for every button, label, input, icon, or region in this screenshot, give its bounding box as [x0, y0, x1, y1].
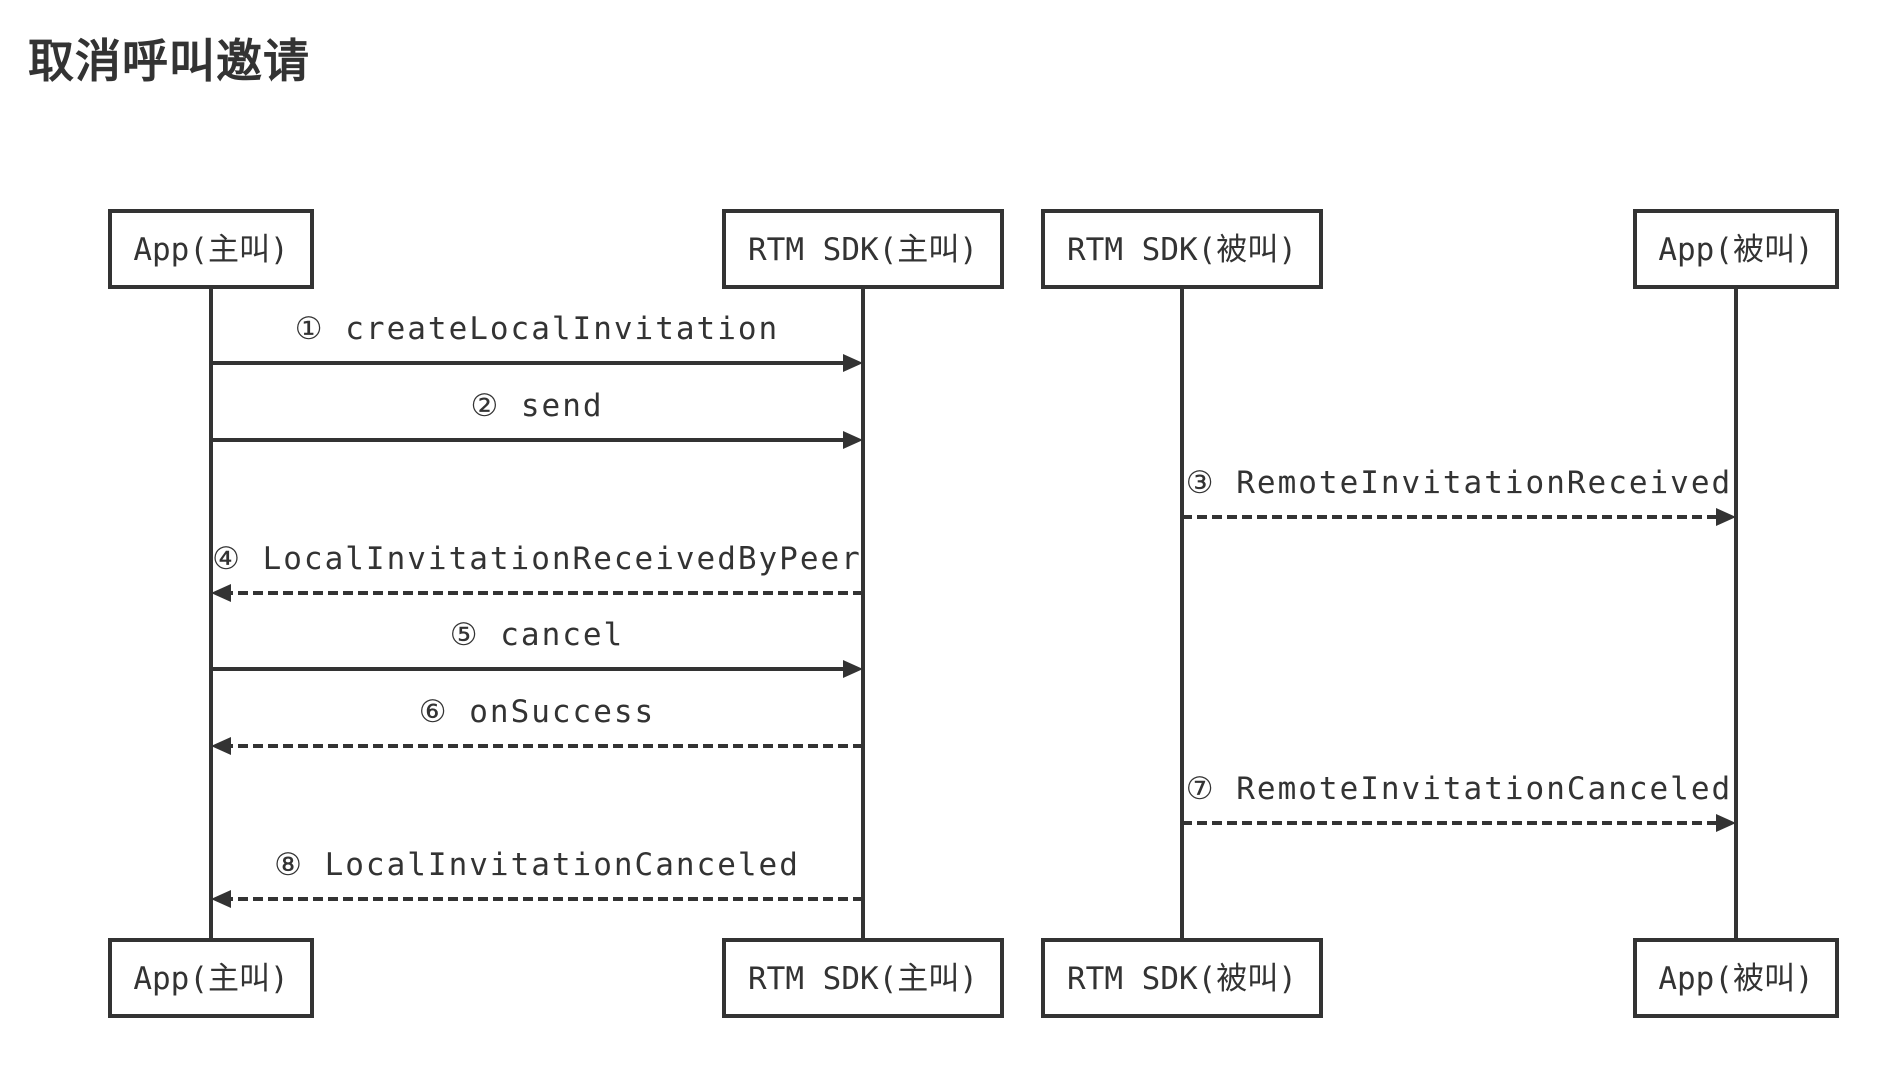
participant-box-frame	[108, 209, 314, 289]
participant-label: RTM SDK(被叫)	[1067, 961, 1297, 997]
page-title: 取消呼叫邀请	[28, 34, 310, 88]
message-label: ⑦ RemoteInvitationCanceled	[1186, 771, 1732, 807]
arrowhead-icon	[211, 890, 231, 908]
participant-box-bottom-1: App(主叫)	[108, 938, 314, 1018]
participant-box-frame	[1041, 938, 1323, 1018]
participant-box-top-4: App(被叫)	[1633, 209, 1839, 289]
message-label: ⑥ onSuccess	[419, 694, 655, 730]
message-8: ⑧ LocalInvitationCanceled	[211, 847, 863, 908]
message-label: ③ RemoteInvitationReceived	[1186, 465, 1732, 501]
participant-box-bottom-3: RTM SDK(被叫)	[1041, 938, 1323, 1018]
message-label: ② send	[470, 388, 603, 424]
participant-label: RTM SDK(主叫)	[748, 961, 978, 997]
participant-box-frame	[1633, 209, 1839, 289]
message-label: ④ LocalInvitationReceivedByPeer	[212, 541, 862, 577]
message-label: ① createLocalInvitation	[295, 311, 779, 347]
participant-box-frame	[108, 938, 314, 1018]
participant-box-top-2: RTM SDK(主叫)	[722, 209, 1004, 289]
message-2: ② send	[211, 388, 863, 449]
message-label: ⑤ cancel	[450, 617, 624, 653]
participant-label: RTM SDK(主叫)	[748, 232, 978, 268]
participant-box-top-3: RTM SDK(被叫)	[1041, 209, 1323, 289]
participant-label: App(被叫)	[1658, 961, 1813, 997]
message-5: ⑤ cancel	[211, 617, 863, 678]
participant-box-bottom-2: RTM SDK(主叫)	[722, 938, 1004, 1018]
message-1: ① createLocalInvitation	[211, 311, 863, 372]
participant-boxes: App(主叫) RTM SDK(主叫) RTM SDK(被叫) App(被叫) App(…	[108, 209, 1839, 1018]
arrowhead-icon	[211, 584, 231, 602]
participant-label: App(主叫)	[133, 961, 288, 997]
participant-box-frame	[1041, 209, 1323, 289]
messages: ① createLocalInvitation ② send ③ RemoteInv…	[211, 311, 1736, 908]
message-4: ④ LocalInvitationReceivedByPeer	[211, 541, 863, 602]
participant-box-top-1: App(主叫)	[108, 209, 314, 289]
arrowhead-icon	[843, 354, 863, 372]
arrowhead-icon	[211, 737, 231, 755]
message-label: ⑧ LocalInvitationCanceled	[274, 847, 800, 883]
participant-box-frame	[722, 209, 1004, 289]
participant-label: RTM SDK(被叫)	[1067, 232, 1297, 268]
arrowhead-icon	[1716, 814, 1736, 832]
participant-box-bottom-4: App(被叫)	[1633, 938, 1839, 1018]
message-6: ⑥ onSuccess	[211, 694, 863, 755]
message-3: ③ RemoteInvitationReceived	[1182, 465, 1736, 526]
participant-box-frame	[1633, 938, 1839, 1018]
participant-label: App(被叫)	[1658, 232, 1813, 268]
lifelines	[209, 287, 1738, 940]
participant-box-frame	[722, 938, 1004, 1018]
message-7: ⑦ RemoteInvitationCanceled	[1182, 771, 1736, 832]
arrowhead-icon	[1716, 508, 1736, 526]
arrowhead-icon	[843, 660, 863, 678]
participant-label: App(主叫)	[133, 232, 288, 268]
arrowhead-icon	[843, 431, 863, 449]
